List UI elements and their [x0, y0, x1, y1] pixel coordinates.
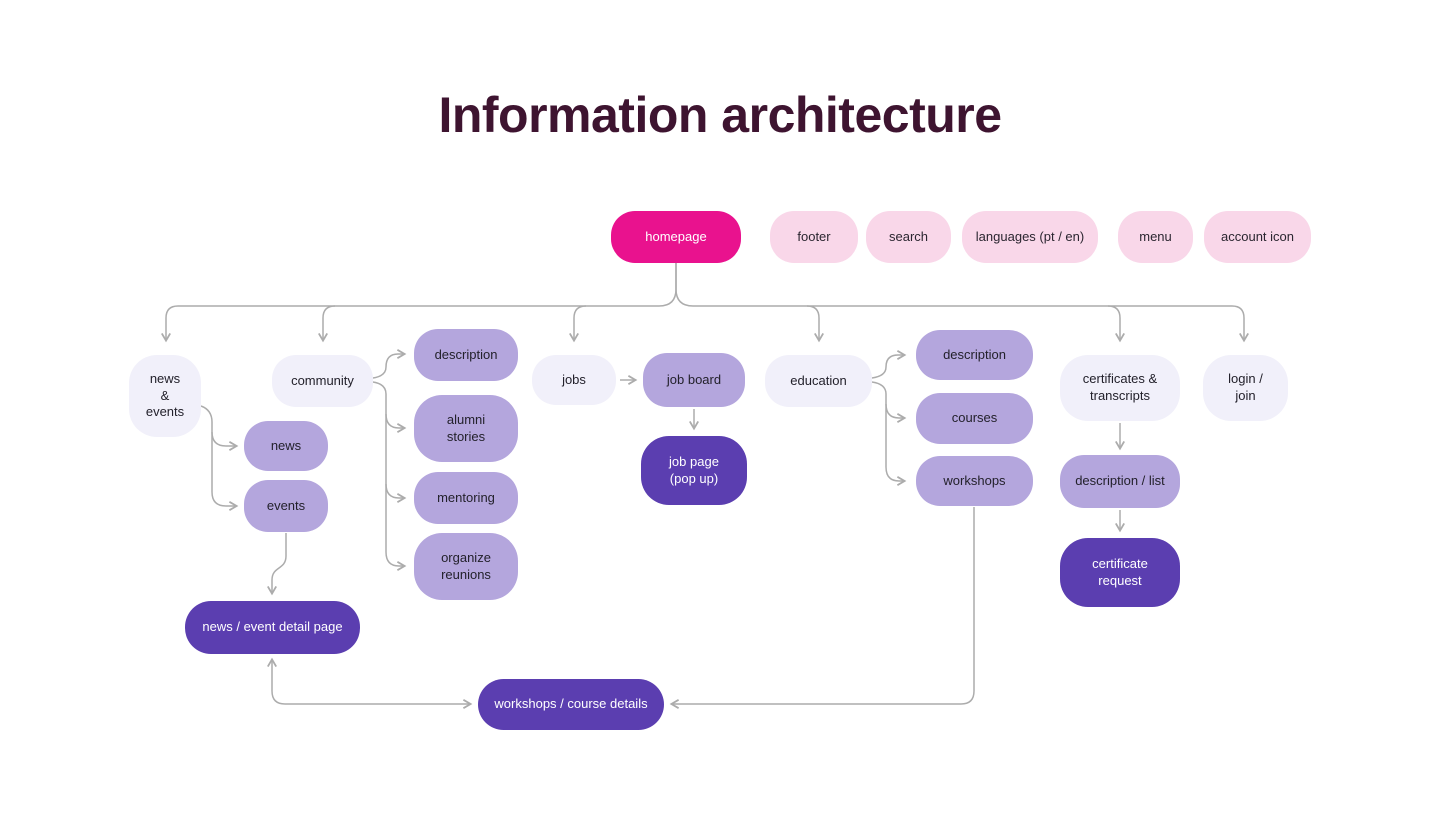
- connector-drop-community: [318, 305, 336, 343]
- connector-education-description: [871, 350, 907, 379]
- node-languages: languages (pt / en): [962, 211, 1098, 263]
- connector-education-courses: [885, 403, 907, 423]
- node-events: events: [244, 480, 328, 532]
- node-news: news: [244, 421, 328, 471]
- node-account-icon: account icon: [1204, 211, 1311, 263]
- connector-workshops-workshopdetails: [669, 507, 975, 709]
- node-workshops-course-details: workshops / course details: [478, 679, 664, 730]
- node-job-page-popup: job page (pop up): [641, 436, 747, 505]
- node-alumni-stories: alumni stories: [414, 395, 518, 462]
- connector-community-alumni: [385, 413, 407, 433]
- node-community: community: [272, 355, 373, 407]
- connector-detailpage-workshopdetails: [267, 657, 473, 709]
- connector-community-description: [372, 349, 407, 379]
- connector-trunk-left: [161, 263, 677, 343]
- page-title: Information architecture: [438, 87, 1002, 143]
- node-search: search: [866, 211, 951, 263]
- connector-drop-education: [806, 305, 824, 343]
- node-homepage: homepage: [611, 211, 741, 263]
- node-education-description: description: [916, 330, 1033, 380]
- connector-trunk-right: [675, 263, 1249, 343]
- connector-education-workshops: [871, 381, 907, 486]
- connector-newsevents-events: [200, 405, 239, 511]
- connector-newsevents-news: [211, 431, 239, 451]
- node-news-events: news & events: [129, 355, 201, 437]
- connector-drop-certificates: [1107, 305, 1125, 343]
- node-menu: menu: [1118, 211, 1193, 263]
- node-certificates-transcripts: certificates & transcripts: [1060, 355, 1180, 421]
- connector-drop-jobs: [569, 305, 587, 343]
- node-courses: courses: [916, 393, 1033, 444]
- node-jobs: jobs: [532, 355, 616, 405]
- connector-events-detailpage: [267, 533, 287, 596]
- node-organize-reunions: organize reunions: [414, 533, 518, 600]
- node-footer: footer: [770, 211, 858, 263]
- node-mentoring: mentoring: [414, 472, 518, 524]
- node-education: education: [765, 355, 872, 407]
- node-login-join: login / join: [1203, 355, 1288, 421]
- connector-community-organize: [372, 381, 407, 571]
- node-certificate-request: certificate request: [1060, 538, 1180, 607]
- node-job-board: job board: [643, 353, 745, 407]
- node-news-event-detail-page: news / event detail page: [185, 601, 360, 654]
- connector-community-mentoring: [385, 483, 407, 503]
- node-description-list: description / list: [1060, 455, 1180, 508]
- node-workshops: workshops: [916, 456, 1033, 506]
- node-community-description: description: [414, 329, 518, 381]
